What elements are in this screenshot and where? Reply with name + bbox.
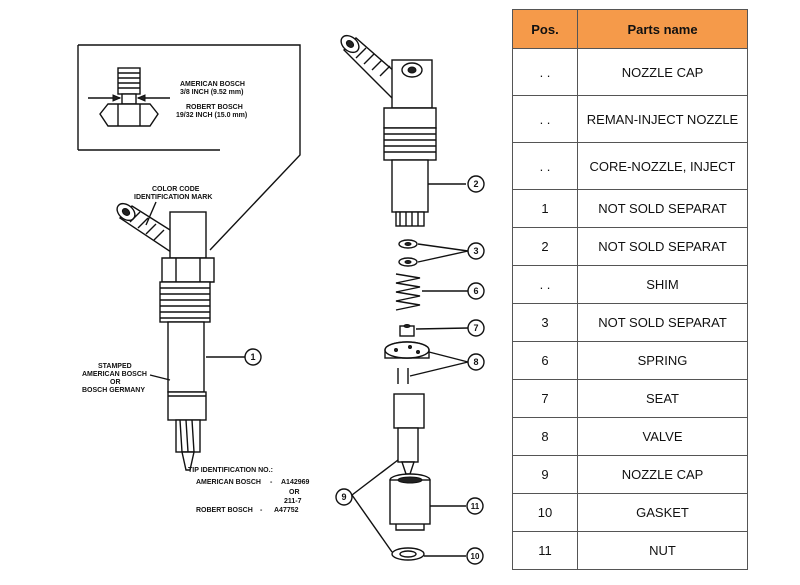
parts-table-header-row: Pos. Parts name [512,9,748,49]
stamped-label-4: BOSCH GERMANY [82,387,145,394]
callout-8-circle [467,353,485,371]
callout-3: 3 [473,246,478,256]
inset-detail: AMERICAN BOSCH 3/8 INCH (9.52 mm) ROBERT… [77,44,301,251]
assembled-injector [116,202,215,471]
tip-american-bosch-no: A142969 [281,479,310,486]
callout-11-circle [466,497,484,515]
tip-or: OR [289,489,300,496]
row-pos: . . [512,265,578,304]
callout-9: 9 [341,492,346,502]
row-part-name: SHIM [577,265,748,304]
row-part-name: NOZZLE CAP [577,48,748,96]
callout-3-circle [467,242,485,260]
inset-robert-bosch-size: 19/32 INCH (15.0 mm) [176,112,247,119]
row-pos: . . [512,142,578,190]
injector-exploded-diagram: AMERICAN BOSCH 3/8 INCH (9.52 mm) ROBERT… [77,34,485,565]
tip-robert-bosch: ROBERT BOSCH [196,507,253,514]
callout-2: 2 [473,179,478,189]
row-pos: . . [512,95,578,143]
table-row[interactable]: . .SHIM [512,265,748,304]
stamped-label-2: AMERICAN BOSCH [82,371,147,378]
table-row[interactable]: . .NOZZLE CAP [512,48,748,96]
row-pos: 11 [512,531,578,570]
callout-11: 11 [471,502,480,511]
row-part-name: NOT SOLD SEPARAT [577,227,748,266]
inset-american-bosch-label: AMERICAN BOSCH [180,81,245,88]
row-pos: 9 [512,455,578,494]
row-pos: 6 [512,341,578,380]
row-part-name: GASKET [577,493,748,532]
table-row[interactable]: . .REMAN-INJECT NOZZLE [512,95,748,143]
table-row[interactable]: . .CORE-NOZZLE, INJECT [512,142,748,190]
row-pos: 3 [512,303,578,342]
inset-american-bosch-size: 3/8 INCH (9.52 mm) [180,89,243,96]
row-part-name: CORE-NOZZLE, INJECT [577,142,748,190]
row-part-name: NOT SOLD SEPARAT [577,189,748,228]
pos-column-header: Pos. [512,9,578,49]
row-pos: 7 [512,379,578,418]
row-part-name: VALVE [577,417,748,456]
stamped-label-3: OR [110,379,121,386]
callout-7: 7 [473,323,478,333]
row-part-name: SEAT [577,379,748,418]
row-pos: . . [512,48,578,96]
row-part-name: REMAN-INJECT NOZZLE [577,95,748,143]
parts-table: Pos. Parts name . .NOZZLE CAP . .REMAN-I… [512,9,748,570]
callout-9-circle [335,488,353,506]
row-part-name: SPRING [577,341,748,380]
callout-6-circle [467,282,485,300]
color-code-label-1: COLOR CODE [152,186,200,193]
row-pos: 8 [512,417,578,456]
callout-1-circle [244,348,262,366]
callout-2-circle [467,175,485,193]
stamped-label-1: STAMPED [98,363,132,370]
row-part-name: NUT [577,531,748,570]
color-code-label-2: IDENTIFICATION MARK [134,194,212,201]
row-pos: 10 [512,493,578,532]
callout-10-circle [466,547,484,565]
tip-id-title: TIP IDENTIFICATION NO.: [188,467,273,474]
callout-1: 1 [250,352,255,362]
row-part-name: NOZZLE CAP [577,455,748,494]
left-annotations: COLOR CODE IDENTIFICATION MARK STAMPED A… [82,186,310,514]
callout-7-circle [467,319,485,337]
exploded-parts [340,34,437,561]
parts-name-column-header: Parts name [577,9,748,49]
tip-alt-no: 211-7 [284,498,302,505]
tip-dash-2: - [260,507,263,514]
inset-robert-bosch-label: ROBERT BOSCH [186,104,243,111]
tip-american-bosch: AMERICAN BOSCH [196,479,261,486]
row-pos: 1 [512,189,578,228]
callout-8: 8 [473,357,478,367]
tip-dash-1: - [270,479,273,486]
row-pos: 2 [512,227,578,266]
callout-10: 10 [471,552,480,561]
tip-robert-bosch-no: A47752 [274,507,299,514]
row-part-name: NOT SOLD SEPARAT [577,303,748,342]
callout-6: 6 [473,286,478,296]
callout-group: 1 2 3 6 7 8 9 11 10 [206,175,485,565]
